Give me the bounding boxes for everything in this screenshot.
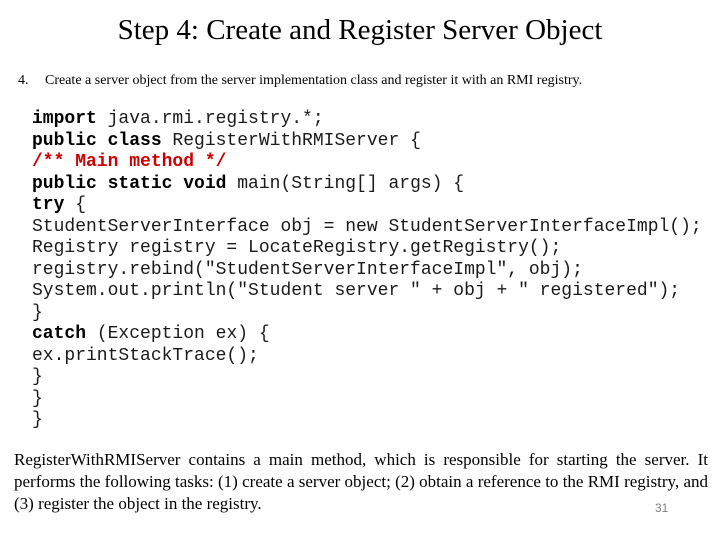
- code-keyword: try: [32, 195, 65, 215]
- bullet-text: Create a server object from the server i…: [45, 73, 583, 88]
- code-text: }: [32, 388, 43, 409]
- code-text: System.out.println("Student server " + o…: [32, 281, 681, 301]
- code-line: catch (Exception ex) {: [32, 324, 712, 346]
- code-line: Registry registry = LocateRegistry.getRe…: [32, 238, 712, 260]
- code-comment: /** Main method */: [32, 152, 227, 172]
- code-line: registry.rebind("StudentServerInterfaceI…: [32, 260, 712, 282]
- code-text: }: [32, 367, 43, 387]
- code-keyword: import: [32, 109, 97, 129]
- bullet-number: 4.: [18, 73, 29, 88]
- footer-paragraph: RegisterWithRMIServer contains a main me…: [14, 450, 708, 513]
- code-text: main(String[] args) {: [226, 173, 465, 194]
- slide-title: Step 4: Create and Register Server Objec…: [117, 14, 603, 46]
- code-block: import java.rmi.registry.*;public class …: [32, 109, 712, 432]
- code-text: Registry registry = LocateRegistry.getRe…: [32, 238, 562, 258]
- code-text: }: [32, 302, 43, 323]
- code-line: /** Main method */: [32, 152, 712, 174]
- code-line: try {: [32, 195, 712, 217]
- code-keyword: public class: [32, 130, 162, 151]
- code-text: RegisterWithRMIServer {: [161, 130, 421, 151]
- page-number: 31: [655, 501, 669, 515]
- bullet-item: 4. Create a server object from the server…: [18, 71, 710, 90]
- code-line: public static void main(String[] args) {: [32, 174, 712, 196]
- code-line: public class RegisterWithRMIServer {: [32, 131, 712, 153]
- code-line: }: [32, 367, 712, 389]
- code-line: }: [32, 410, 712, 432]
- code-keyword: public static void: [32, 173, 227, 194]
- code-line: StudentServerInterface obj = new Student…: [32, 217, 712, 239]
- code-text: }: [32, 410, 43, 430]
- code-text: registry.rebind("StudentServerInterfaceI…: [32, 259, 583, 280]
- code-keyword: catch: [32, 324, 87, 344]
- code-text: (Exception ex) {: [86, 324, 270, 344]
- code-line: System.out.println("Student server " + o…: [32, 281, 712, 303]
- code-text: java.rmi.registry.*;: [96, 109, 324, 129]
- code-text: {: [64, 195, 87, 215]
- code-line: }: [32, 389, 712, 411]
- code-line: ex.printStackTrace();: [32, 346, 712, 368]
- code-line: import java.rmi.registry.*;: [32, 109, 712, 131]
- code-line: }: [32, 303, 712, 325]
- code-text: ex.printStackTrace();: [32, 345, 259, 366]
- code-text: StudentServerInterface obj = new Student…: [32, 216, 702, 237]
